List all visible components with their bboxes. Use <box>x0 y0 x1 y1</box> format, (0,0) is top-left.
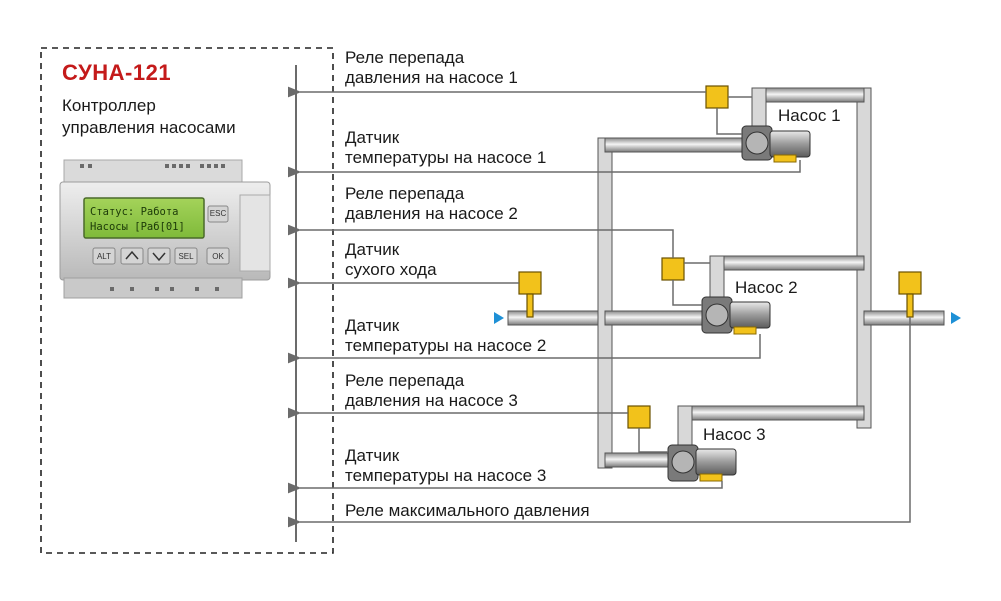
controller-description: Контроллер управления насосами <box>62 96 236 137</box>
pipe-network <box>507 87 945 469</box>
pump-1-graphic <box>741 125 811 163</box>
pump-1-label: Насос 1 <box>778 106 841 125</box>
inlet-flow-arrow <box>494 312 504 324</box>
controller-boundary <box>40 47 334 554</box>
pump-1-pressure-relay <box>705 85 729 109</box>
signal-line-max-pressure <box>287 317 911 528</box>
pump-3-pressure-relay <box>627 405 651 429</box>
pump-2-graphic <box>701 296 771 335</box>
signal-line-temp-1 <box>287 160 801 178</box>
signal-label-dry-run-sensor: Датчик сухого хода <box>345 240 437 279</box>
controller-device <box>59 159 271 299</box>
controller-model: СУНА-121 <box>62 60 172 85</box>
signal-label-pressure-relay-2: Реле перепада давления на насосе 2 <box>345 184 518 223</box>
signal-label-temp-sensor-3: Датчик температуры на насосе 3 <box>345 446 547 485</box>
lcd-line-1: Статус: Работа <box>90 206 179 218</box>
pump-3-graphic <box>667 444 737 482</box>
signal-line-temp-3 <box>287 481 723 494</box>
pump-2-pressure-relay <box>661 257 685 281</box>
dry-run-sensor <box>518 271 542 295</box>
signal-label-pressure-relay-1: Реле перепада давления на насосе 1 <box>345 48 518 87</box>
signal-label-temp-sensor-1: Датчик температуры на насосе 1 <box>345 128 547 167</box>
sel-key: SEL <box>178 252 194 261</box>
signal-label-temp-sensor-2: Датчик температуры на насосе 2 <box>345 316 547 355</box>
signal-label-pressure-relay-3: Реле перепада давления на насосе 3 <box>345 371 518 410</box>
esc-key: ESC <box>209 209 227 218</box>
alt-key: ALT <box>96 252 112 261</box>
outlet-flow-arrow <box>951 312 961 324</box>
signal-label-max-pressure-relay: Реле максимального давления <box>345 501 590 520</box>
max-pressure-relay <box>898 271 922 295</box>
signal-line-temp-2 <box>287 334 761 364</box>
controller-lcd: Статус: Работа Насосы [Раб[01] <box>90 205 202 237</box>
pump-2-label: Насос 2 <box>735 278 798 297</box>
signal-line-pressure-2 <box>287 224 674 258</box>
ok-key: OK <box>212 252 224 261</box>
lcd-line-2: Насосы [Раб[01] <box>90 221 185 233</box>
pump-3-label: Насос 3 <box>703 425 766 444</box>
